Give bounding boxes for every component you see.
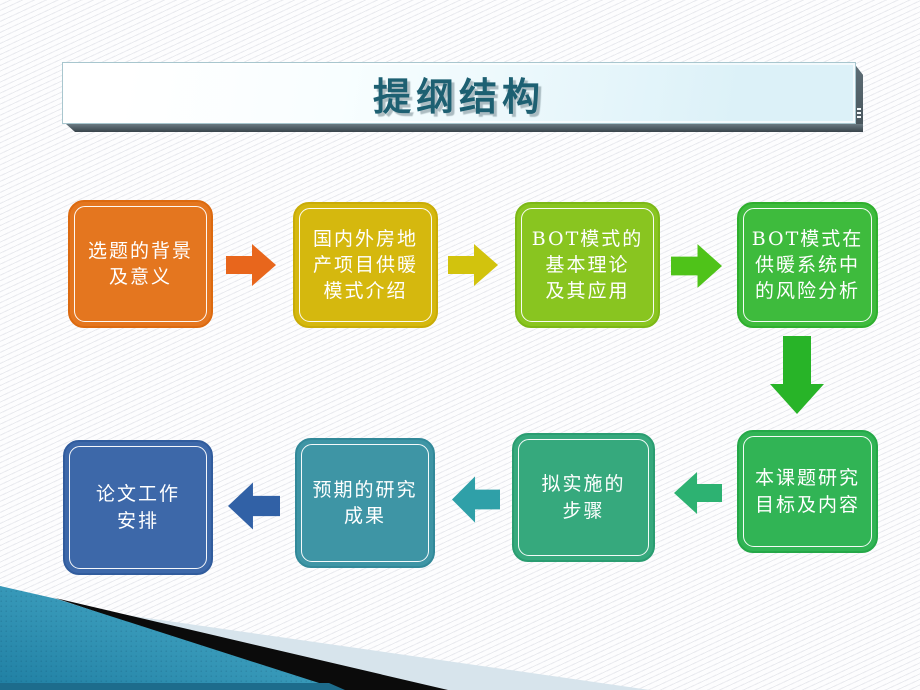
bottom-strip bbox=[0, 683, 345, 690]
flow-box-topic-background: 选题的背景 及意义 bbox=[68, 200, 213, 328]
flow-box-label: 选题的背景 及意义 bbox=[87, 239, 193, 288]
black-wedge bbox=[55, 598, 448, 690]
flow-box-research-goals-content: 本课题研究 目标及内容 bbox=[737, 430, 878, 553]
title-banner: 提纲结构 bbox=[62, 62, 863, 132]
flow-box-inner-frame: 拟实施的 步骤 bbox=[518, 439, 649, 556]
right-arrow-icon bbox=[226, 240, 276, 290]
flow-box-label: 本课题研究 目标及内容 bbox=[754, 467, 860, 516]
corner-decoration bbox=[0, 586, 650, 690]
flow-box-inner-frame: 选题的背景 及意义 bbox=[74, 206, 207, 322]
right-arrow-icon bbox=[671, 240, 722, 292]
flow-box-label: 论文工作 安排 bbox=[95, 483, 180, 532]
banner-face: 提纲结构 bbox=[62, 62, 856, 124]
flow-box-implementation-steps: 拟实施的 步骤 bbox=[512, 433, 655, 562]
flow-box-label: BOT模式的 基本理论 及其应用 bbox=[531, 227, 644, 303]
flow-box-domestic-foreign-heating-modes: 国内外房地 产项目供暖 模式介绍 bbox=[293, 202, 438, 328]
teal-wedge-texture bbox=[0, 586, 341, 690]
flow-box-inner-frame: 论文工作 安排 bbox=[69, 446, 207, 569]
right-arrow-icon bbox=[448, 240, 498, 290]
flow-box-inner-frame: 本课题研究 目标及内容 bbox=[743, 436, 872, 547]
page-title: 提纲结构 bbox=[372, 76, 545, 119]
flow-box-expected-results: 预期的研究 成果 bbox=[295, 438, 435, 568]
banner-edge-ticks bbox=[857, 108, 861, 118]
flow-box-inner-frame: BOT模式的 基本理论 及其应用 bbox=[521, 208, 654, 322]
flow-box-inner-frame: 预期的研究 成果 bbox=[301, 444, 429, 562]
flow-box-label: 拟实施的 步骤 bbox=[541, 473, 626, 522]
banner-3d-edge-bottom bbox=[66, 124, 863, 132]
left-arrow-icon bbox=[228, 478, 280, 534]
flow-box-label: BOT模式在 供暖系统中 的风险分析 bbox=[751, 227, 864, 303]
banner-3d-edge-right bbox=[856, 66, 863, 132]
down-arrow-icon bbox=[770, 336, 824, 414]
flow-box-label: 国内外房地 产项目供暖 模式介绍 bbox=[312, 227, 418, 303]
left-arrow-icon bbox=[674, 468, 722, 518]
flow-box-inner-frame: BOT模式在 供暖系统中 的风险分析 bbox=[743, 208, 872, 322]
flow-box-thesis-work-schedule: 论文工作 安排 bbox=[63, 440, 213, 575]
flow-box-bot-risk-analysis: BOT模式在 供暖系统中 的风险分析 bbox=[737, 202, 878, 328]
flow-box-inner-frame: 国内外房地 产项目供暖 模式介绍 bbox=[299, 208, 432, 322]
left-arrow-icon bbox=[452, 472, 500, 527]
flow-box-label: 预期的研究 成果 bbox=[312, 478, 418, 527]
flow-box-bot-basic-theory: BOT模式的 基本理论 及其应用 bbox=[515, 202, 660, 328]
